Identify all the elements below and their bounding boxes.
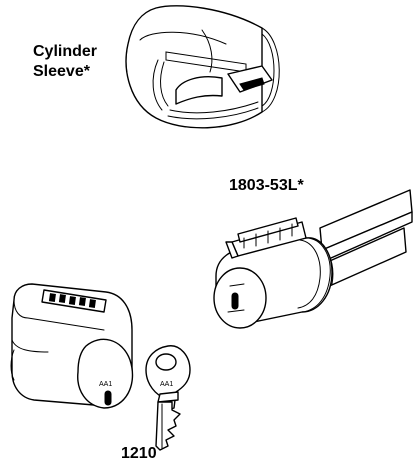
core-part-label: 1803-53L* (229, 177, 304, 194)
key-part-label: 1210 (121, 445, 157, 462)
core-1803-53l-drawing (213, 189, 413, 329)
cylinder-sleeve-label-line1: Cylinder (33, 43, 98, 60)
key-stamp: AA1 (160, 381, 173, 388)
cylinder-sleeve-label-line2: Sleeve* (33, 63, 90, 80)
cylinder-sleeve-label: Cylinder Sleeve* (33, 42, 97, 82)
cylinder-sleeve-drawing (125, 5, 280, 129)
core-1210-drawing: AA1 (10, 283, 134, 409)
key-1210-drawing: AA1 (145, 345, 191, 451)
cylinder-stamp: AA1 (99, 381, 112, 388)
